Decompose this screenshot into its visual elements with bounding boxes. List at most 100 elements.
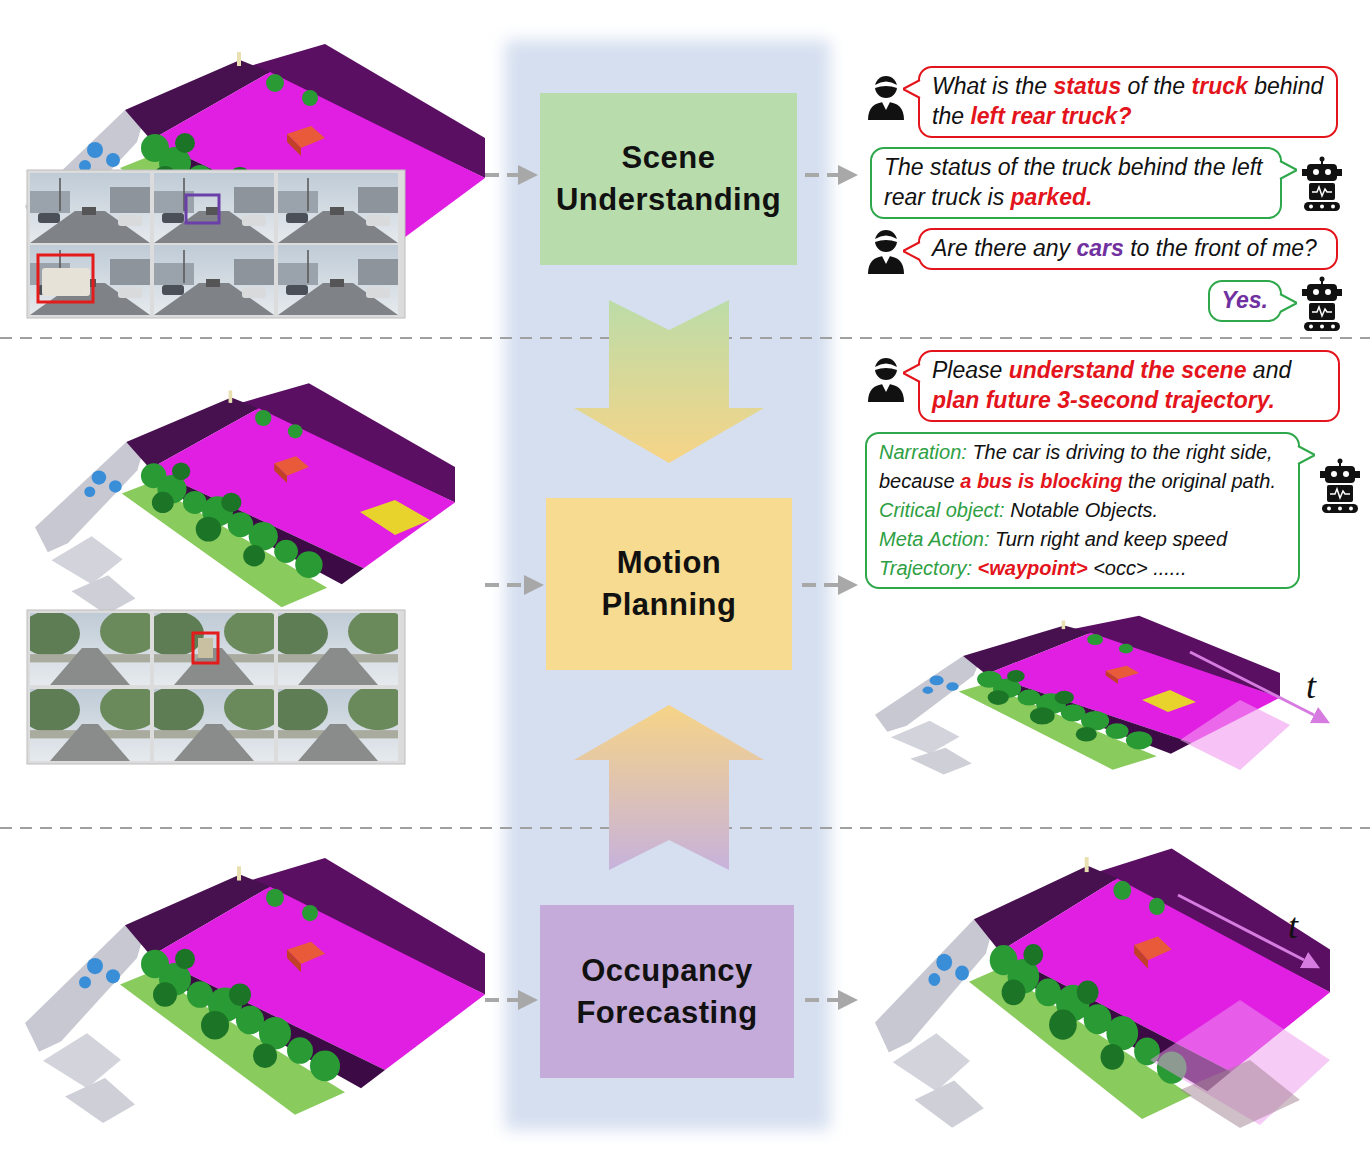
emphasis: Trajectory: bbox=[879, 557, 972, 579]
user-icon bbox=[868, 230, 904, 274]
stage-title: Motion Planning bbox=[556, 542, 782, 626]
camera-view bbox=[30, 245, 150, 315]
camera-view bbox=[278, 245, 398, 315]
stage-title: Scene Understanding bbox=[550, 137, 787, 221]
emphasis: Action: bbox=[928, 528, 989, 550]
bubble-tail bbox=[1279, 159, 1297, 181]
emphasis: truck? bbox=[1061, 103, 1131, 129]
output-arrow bbox=[802, 583, 838, 587]
time-label: t bbox=[1306, 668, 1316, 704]
answer-bubble: The status of the truck behind the left … bbox=[870, 147, 1282, 219]
camera-view bbox=[144, 609, 284, 685]
bubble-tail-fill bbox=[1279, 161, 1297, 179]
robot-icon bbox=[1302, 157, 1342, 212]
camera-view bbox=[20, 685, 160, 761]
flow-arrow bbox=[574, 300, 764, 463]
emphasis: plan bbox=[932, 387, 979, 413]
bubble-text: Please understand the scene and plan fut… bbox=[932, 356, 1326, 416]
input-arrow bbox=[485, 998, 518, 1002]
emphasis: blocking bbox=[1040, 470, 1122, 492]
camera-view bbox=[268, 609, 408, 685]
bubble-tail-line bbox=[903, 80, 920, 98]
forecast-trail bbox=[1180, 700, 1290, 770]
question-bubble: Are there any cars to the front of me? bbox=[918, 228, 1338, 270]
emphasis: the bbox=[1140, 357, 1175, 383]
emphasis: a bbox=[960, 470, 971, 492]
emphasis: Yes. bbox=[1222, 287, 1268, 313]
camera-view bbox=[144, 685, 284, 761]
stage-title: Occupancy Forecasting bbox=[550, 950, 784, 1034]
question-bubble: What is the status of the truck behind t… bbox=[918, 66, 1338, 138]
emphasis: Narration: bbox=[879, 441, 967, 463]
camera-grid-frame bbox=[27, 170, 405, 318]
question-bubble: Please understand the scene and plan fut… bbox=[918, 350, 1340, 422]
bubble-tail-fill bbox=[903, 364, 921, 382]
emphasis: 3-second bbox=[1057, 387, 1158, 413]
emphasis: left bbox=[970, 103, 1005, 129]
camera-view bbox=[30, 173, 150, 243]
emphasis: <waypoint> bbox=[978, 557, 1088, 579]
flow-arrow bbox=[574, 705, 764, 870]
emphasis: Critical bbox=[879, 499, 940, 521]
stage-box: Scene Understanding bbox=[540, 93, 797, 265]
bubble-tail-line bbox=[1298, 446, 1315, 464]
highlight-box bbox=[186, 195, 219, 223]
occupancy-map bbox=[35, 383, 455, 614]
emphasis: bus bbox=[977, 470, 1013, 492]
highlight-box bbox=[38, 255, 93, 302]
stage-box: Occupancy Forecasting bbox=[540, 905, 794, 1078]
bubble-text: Yes. bbox=[1222, 286, 1268, 316]
bubble-tail-line bbox=[1280, 161, 1297, 179]
robot-icon bbox=[1320, 459, 1360, 514]
answer-bubble: Yes. bbox=[1208, 280, 1282, 322]
emphasis: understand bbox=[1009, 357, 1134, 383]
bubble-text: Trajectory: <waypoint> <occ> ...... bbox=[879, 554, 1286, 583]
output-arrow bbox=[805, 998, 838, 1002]
camera-view bbox=[20, 609, 160, 685]
bubble-tail-line bbox=[1280, 294, 1297, 312]
bubble-tail bbox=[903, 362, 921, 384]
bus-voxels bbox=[1142, 690, 1196, 712]
emphasis: trajectory. bbox=[1165, 387, 1275, 413]
emphasis: object: bbox=[946, 499, 1005, 521]
bubble-tail-line bbox=[903, 242, 920, 260]
stage-box: Motion Planning bbox=[546, 498, 792, 670]
user-icon bbox=[868, 76, 904, 120]
bubble-tail-fill bbox=[1297, 446, 1315, 464]
bus-voxels bbox=[360, 500, 430, 535]
time-label: t bbox=[1288, 908, 1298, 944]
output-arrow bbox=[805, 173, 838, 177]
bubble-text: The status of the truck behind the left … bbox=[884, 153, 1268, 213]
truck bbox=[42, 268, 90, 296]
emphasis: scene bbox=[1181, 357, 1246, 383]
bubble-text: Narration: The car is driving to the rig… bbox=[879, 438, 1286, 496]
occupancy-map bbox=[25, 858, 485, 1123]
camera-view bbox=[154, 173, 274, 243]
time-arrow bbox=[1178, 895, 1304, 960]
bubble-tail bbox=[903, 240, 921, 262]
bubble-text: Critical object: Notable Objects. bbox=[879, 496, 1286, 525]
highlight-box bbox=[193, 633, 218, 663]
emphasis: future bbox=[986, 387, 1051, 413]
emphasis: cars bbox=[1077, 235, 1124, 261]
emphasis: is bbox=[1018, 470, 1035, 492]
bubble-tail bbox=[1279, 292, 1297, 314]
bubble-tail-fill bbox=[903, 242, 921, 260]
bubble-tail-line bbox=[903, 364, 920, 382]
bubble-tail-fill bbox=[903, 80, 921, 98]
camera-view bbox=[154, 245, 274, 315]
camera-view bbox=[268, 685, 408, 761]
bubble-text: Meta Action: Turn right and keep speed bbox=[879, 525, 1286, 554]
camera-view bbox=[278, 173, 398, 243]
emphasis: status bbox=[1053, 73, 1121, 99]
bubble-text: What is the status of the truck behind t… bbox=[932, 72, 1324, 132]
emphasis: rear bbox=[1011, 103, 1054, 129]
center-band bbox=[505, 40, 830, 1130]
bus bbox=[198, 638, 213, 658]
occupancy-forecast-map bbox=[875, 848, 1330, 1127]
emphasis: truck bbox=[1192, 73, 1248, 99]
bubble-tail bbox=[1297, 444, 1315, 466]
user-icon bbox=[868, 358, 904, 402]
bubble-tail-fill bbox=[1279, 294, 1297, 312]
